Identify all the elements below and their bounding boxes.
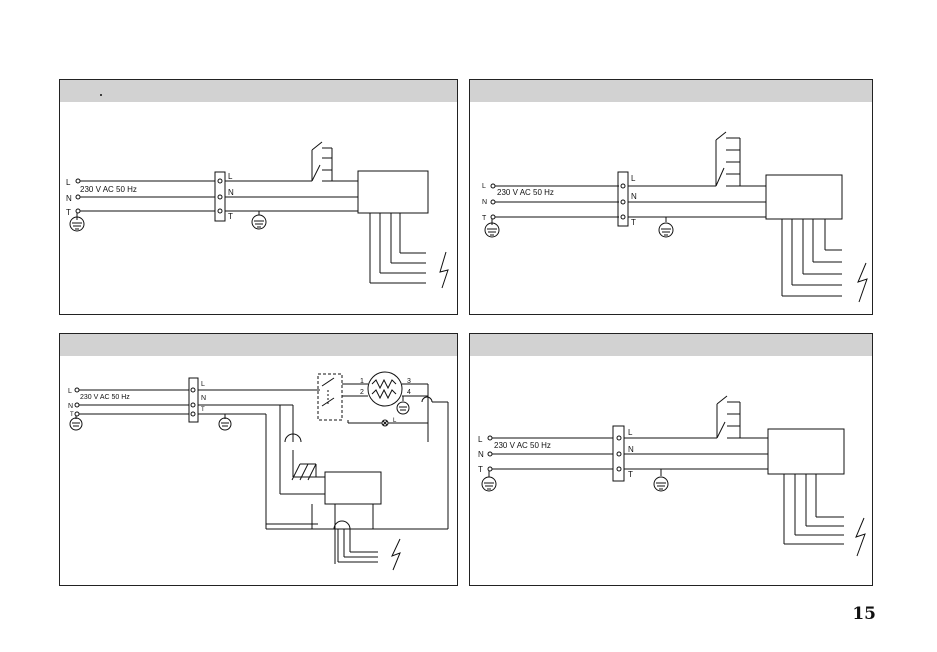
terminal-label-l: L xyxy=(66,178,71,187)
wiring-diagram-panel-3: L N T 230 V AC 50 Hz L N T xyxy=(59,333,458,586)
voltage-label: 230 V AC 50 Hz xyxy=(80,185,137,194)
appliance-box xyxy=(765,174,843,220)
ground-icon xyxy=(481,471,497,492)
voltage-label: 230 V AC 50 Hz xyxy=(494,441,551,450)
wiring-diagram: L N T 230 V AC 50 Hz L N T xyxy=(482,131,868,303)
appliance-box xyxy=(357,170,429,214)
switch-bank-icon xyxy=(715,131,741,187)
ground-icon xyxy=(69,213,85,232)
svg-text:N: N xyxy=(628,445,634,454)
wiring-diagram: L N T 230 V AC 50 Hz L N T xyxy=(478,395,866,557)
terminal-label-t: T xyxy=(66,208,71,217)
svg-text:T: T xyxy=(628,470,633,479)
ground-comb-icon xyxy=(291,463,317,481)
svg-text:T: T xyxy=(70,412,74,418)
panel-header-bar xyxy=(470,80,872,102)
appliance-box xyxy=(767,428,845,475)
ground-icon xyxy=(69,416,83,431)
svg-text:3: 3 xyxy=(407,378,411,385)
terminal-block xyxy=(617,171,629,227)
terminal-block xyxy=(612,425,625,482)
svg-text:T: T xyxy=(228,212,233,221)
thermostat-icon xyxy=(367,371,403,407)
svg-text:T: T xyxy=(478,465,483,474)
svg-text:L: L xyxy=(68,388,72,395)
svg-text:L: L xyxy=(393,418,397,424)
svg-text:T: T xyxy=(631,218,636,227)
svg-text:L: L xyxy=(631,174,636,183)
ground-icon xyxy=(484,219,500,238)
lightning-icon xyxy=(439,251,449,289)
wiring-diagram: L N T 230 V AC 50 Hz L N T xyxy=(68,371,449,571)
wiring-diagram: L N T 230 V AC 50 Hz L N T xyxy=(66,94,449,289)
terminal-label-n: N xyxy=(66,194,72,203)
ground-icon xyxy=(251,211,267,230)
lightning-icon xyxy=(855,517,866,557)
switch-bank-icon xyxy=(311,141,333,182)
svg-text:T: T xyxy=(482,215,487,222)
svg-text:N: N xyxy=(482,199,487,206)
wiring-diagram-panel-1: L N T 230 V AC 50 Hz L N T xyxy=(59,79,458,315)
lamp-icon xyxy=(381,419,389,427)
svg-text:N: N xyxy=(201,395,206,402)
wiring-diagram-panel-2: L N T 230 V AC 50 Hz L N T xyxy=(469,79,873,315)
switch-bank-icon xyxy=(716,395,741,439)
svg-text:L: L xyxy=(478,435,483,444)
svg-text:N: N xyxy=(68,403,73,410)
lightning-icon xyxy=(857,262,868,303)
terminal-block xyxy=(188,377,199,423)
svg-text:4: 4 xyxy=(407,389,411,396)
svg-text:N: N xyxy=(228,188,234,197)
svg-text:N: N xyxy=(478,450,484,459)
voltage-label: 230 V AC 50 Hz xyxy=(80,394,130,401)
panel-header-bar xyxy=(470,334,872,356)
svg-text:2: 2 xyxy=(360,389,364,396)
wiring-diagram-panel-4: L N T 230 V AC 50 Hz L N T xyxy=(469,333,873,586)
svg-text:1: 1 xyxy=(360,378,364,385)
ground-icon xyxy=(396,396,410,415)
svg-text:L: L xyxy=(628,428,633,437)
voltage-label: 230 V AC 50 Hz xyxy=(497,188,554,197)
switch-box xyxy=(317,373,343,421)
ground-icon xyxy=(218,417,232,431)
lightning-icon xyxy=(391,538,401,571)
svg-text:L: L xyxy=(228,172,233,181)
svg-text:T: T xyxy=(201,407,205,413)
panel-header-bar xyxy=(60,80,457,102)
svg-text:L: L xyxy=(201,381,205,388)
ground-icon xyxy=(653,469,669,492)
panel-header-bar xyxy=(60,334,457,356)
page-number: 15 xyxy=(852,604,876,624)
ground-icon xyxy=(658,217,674,238)
svg-text:N: N xyxy=(631,192,637,201)
appliance-box xyxy=(324,471,382,505)
svg-text:L: L xyxy=(482,183,486,190)
